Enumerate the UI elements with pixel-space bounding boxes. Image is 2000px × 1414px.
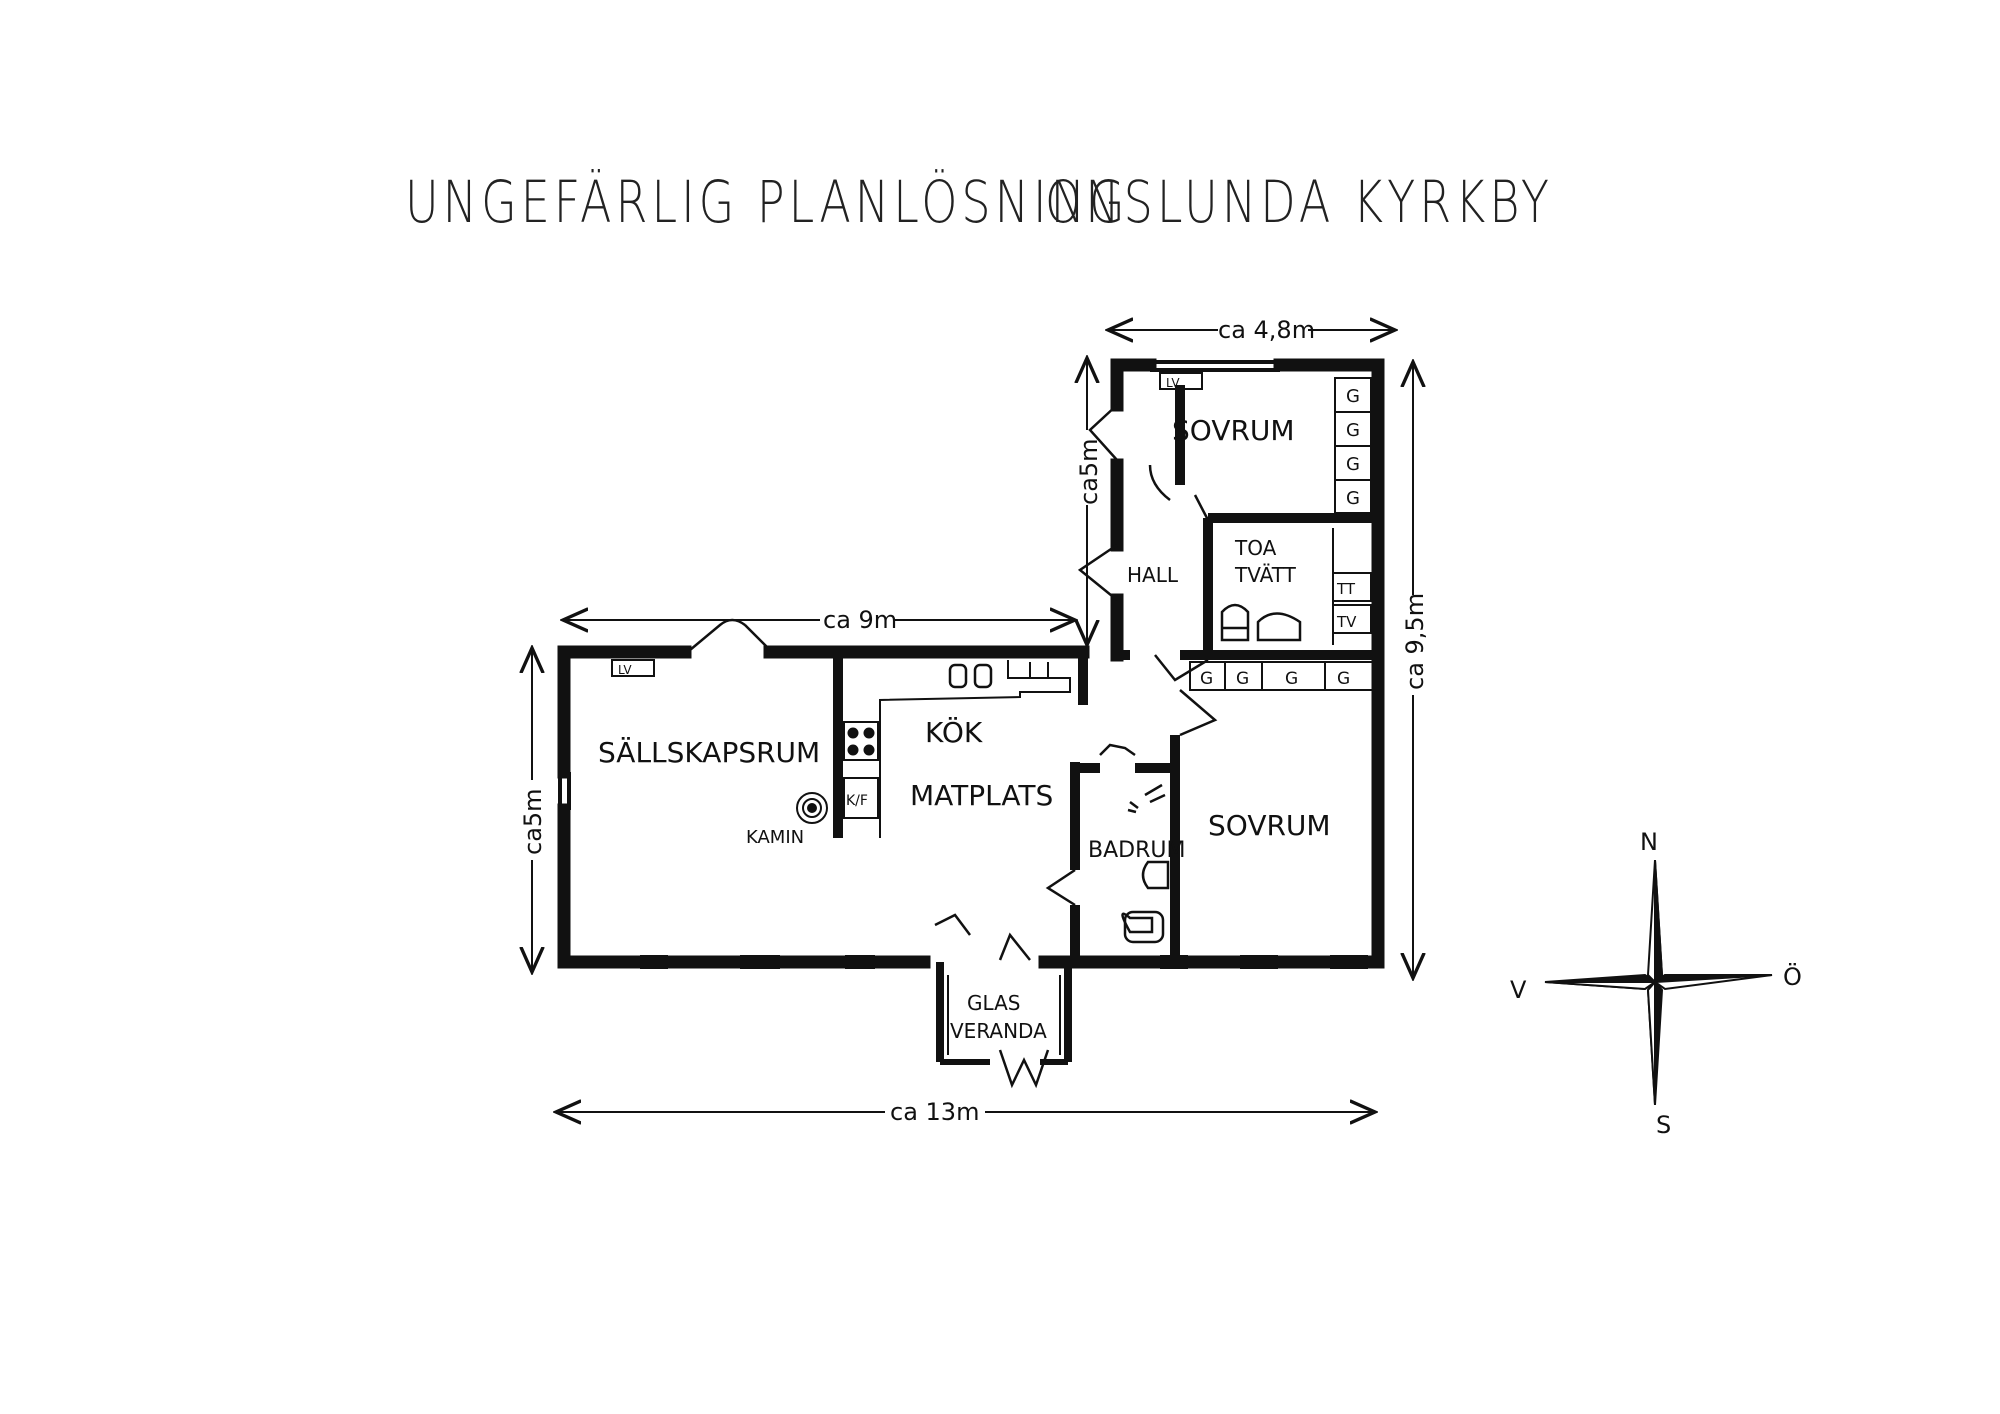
- wardrobe-labels-bottom: G G G G: [1200, 669, 1350, 689]
- room-label-kok: KÖK: [925, 715, 983, 749]
- wardrobe-g: G: [1346, 454, 1360, 475]
- window-blocks: [640, 955, 1368, 969]
- stove-icon: [843, 721, 879, 761]
- room-label-tvatt: TVÄTT: [1234, 563, 1297, 587]
- wardrobe-g: G: [1285, 669, 1298, 689]
- glas-veranda: [936, 962, 1072, 1065]
- wardrobe-g: G: [1337, 669, 1350, 689]
- compass-east: Ö: [1783, 962, 1802, 991]
- wardrobes-bottom: [1189, 661, 1374, 691]
- title-right: ONSLUNDA KYRKBY: [1045, 168, 1554, 236]
- badrum-fixtures: [1099, 743, 1170, 944]
- dim-mid-width: ca 9m: [823, 606, 897, 634]
- kitchen-sink: [948, 663, 993, 689]
- compass-rose: [1544, 859, 1773, 1106]
- wardrobe-g: G: [1346, 488, 1360, 509]
- room-labels: SÄLLSKAPSRUM KÖK MATPLATS KAMIN SOVRUM H…: [598, 414, 1331, 1043]
- title-left: UNGEFÄRLIG PLANLÖSNING: [405, 168, 1129, 236]
- fridge-box: [843, 777, 879, 819]
- dim-top-width: ca 4,8m: [1218, 316, 1315, 344]
- laundry-units: [1332, 528, 1372, 645]
- dimension-lines: [532, 330, 1413, 1112]
- tt-label: TT: [1336, 580, 1356, 598]
- kf-label: K/F: [846, 793, 868, 809]
- toa-fixtures: [1220, 603, 1302, 642]
- lv-fixtures: [611, 372, 1203, 677]
- wardrobe-g: G: [1346, 420, 1360, 441]
- lv-label-left: LV: [618, 663, 632, 677]
- dim-wing-height: ca5m: [1075, 438, 1103, 505]
- wardrobe-g: G: [1346, 386, 1360, 407]
- room-label-sovrum-top: SOVRUM: [1172, 414, 1295, 447]
- compass-west: V: [1510, 976, 1527, 1004]
- room-label-sovrum-bottom: SOVRUM: [1208, 809, 1331, 842]
- dim-total-width: ca 13m: [890, 1098, 979, 1126]
- compass-north: N: [1640, 828, 1658, 856]
- room-label-matplats: MATPLATS: [910, 779, 1053, 812]
- room-label-veranda: VERANDA: [950, 1019, 1047, 1043]
- wardrobes-top: [1334, 377, 1372, 514]
- tv-label: TV: [1336, 613, 1357, 631]
- interior-walls: [833, 385, 1378, 962]
- dim-total-height: ca 9,5m: [1401, 593, 1429, 690]
- wardrobe-g: G: [1236, 669, 1249, 689]
- room-label-toa: TOA: [1234, 536, 1277, 560]
- kamin-icon: [796, 792, 828, 824]
- doors: [689, 404, 1218, 1089]
- dimension-labels: ca 4,8m ca 9m ca 13m ca5m ca5m ca 9,5m: [519, 316, 1429, 1126]
- lv-label-top: LV: [1166, 376, 1180, 390]
- wardrobe-g: G: [1200, 669, 1213, 689]
- wardrobe-labels-top: G G G G: [1346, 386, 1360, 509]
- kitchen-counter: [879, 660, 1071, 838]
- room-label-kamin: KAMIN: [746, 827, 804, 848]
- room-label-hall: HALL: [1127, 563, 1179, 587]
- room-label-badrum: BADRUM: [1088, 838, 1185, 863]
- room-label-glas: GLAS: [967, 991, 1020, 1015]
- dim-left-height: ca5m: [519, 788, 547, 855]
- exterior-walls: [557, 358, 1385, 969]
- room-label-sallskapsrum: SÄLLSKAPSRUM: [598, 736, 820, 769]
- compass-south: S: [1656, 1111, 1671, 1139]
